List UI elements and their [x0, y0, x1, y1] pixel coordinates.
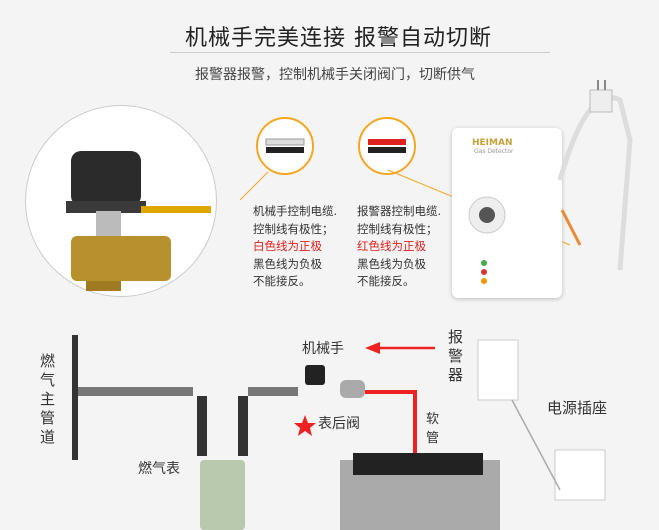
title-divider — [170, 52, 550, 53]
desc-line: 控制线有极性； — [357, 221, 438, 236]
main-pipe-label: 燃气主管道 — [40, 352, 56, 446]
manipulator-label: 机械手 — [302, 341, 344, 357]
power-cord-icon — [557, 80, 633, 271]
desc-line: 机械手控制电缆. — [253, 204, 338, 218]
desc-line: 报警器控制电缆. — [357, 204, 442, 218]
desc-line: 不能接反。 — [357, 274, 415, 288]
socket-label: 电源插座 — [547, 399, 608, 417]
main-pipe — [72, 335, 78, 460]
gas-detector: HEIMAN Gas Detector — [452, 128, 562, 298]
hose-label: 软管 — [426, 412, 440, 446]
manipulator-valve-icon — [66, 151, 211, 291]
desc-line: 控制线有极性； — [253, 221, 334, 236]
subtitle: 报警器报警，控制机械手关闭阀门，切断供气 — [195, 67, 475, 83]
speaker-icon — [468, 196, 506, 284]
installation-diagram — [72, 335, 606, 530]
power-socket — [554, 449, 606, 501]
manipulator-photo — [25, 105, 217, 297]
alarm-cable-description: 报警器控制电缆. 控制线有极性； 红色线为正极 黑色线为负极 不能接反。 — [357, 203, 441, 291]
manipulator-small — [305, 365, 325, 385]
desc-line: 白色线为正极 — [253, 239, 322, 253]
hose — [365, 390, 417, 462]
brand-logo: HEIMAN — [472, 138, 513, 148]
desc-line: 红色线为正极 — [357, 239, 426, 253]
gas-meter — [200, 460, 245, 530]
desc-line: 黑色线为负极 — [357, 256, 426, 271]
alarm-label: 报警器 — [448, 328, 464, 384]
gas-meter-label: 燃气表 — [138, 461, 180, 477]
page-title: 机械手完美连接 报警自动切断 — [185, 26, 492, 51]
valve-label: 表后阀 — [318, 416, 360, 432]
alarm-small — [477, 339, 519, 401]
star-icon — [294, 415, 316, 436]
red-black-cable-icon — [358, 117, 416, 175]
model-label: Gas Detector — [474, 148, 514, 155]
desc-line: 不能接反。 — [253, 274, 311, 288]
white-black-cable-icon — [256, 117, 314, 175]
desc-line: 黑色线为负极 — [253, 256, 322, 271]
manipulator-cable-description: 机械手控制电缆. 控制线有极性； 白色线为正极 黑色线为负极 不能接反。 — [253, 203, 337, 291]
